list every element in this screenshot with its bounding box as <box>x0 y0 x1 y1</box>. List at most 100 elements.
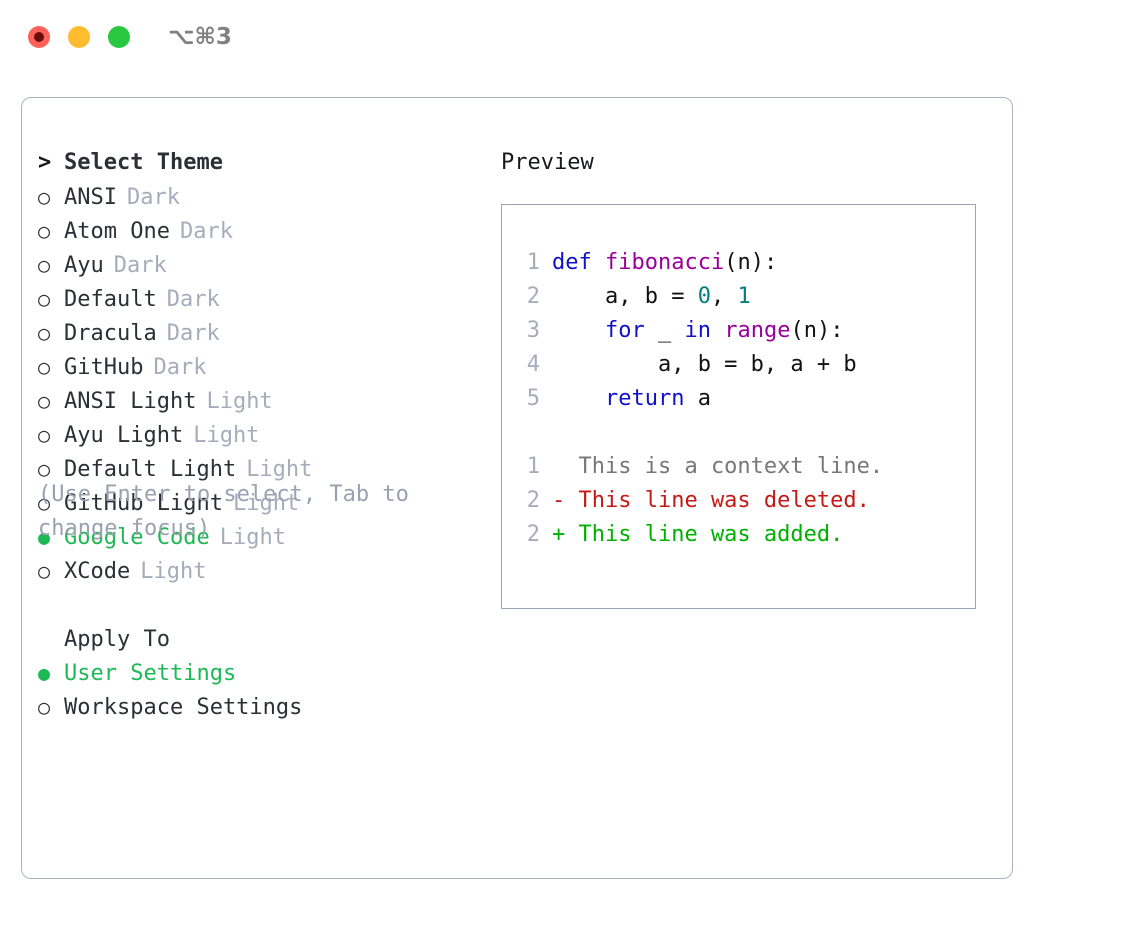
radio-unselected-icon: ○ <box>38 185 51 209</box>
code-line-number: 1 <box>526 454 540 479</box>
code-token-punct: (n): <box>790 318 844 343</box>
select-theme-heading: > Select Theme <box>38 146 468 180</box>
diff-line-text: + This line was added. <box>552 522 844 547</box>
theme-option-label: Ayu <box>64 253 104 278</box>
diff-line-deleted: 2 - This line was deleted. <box>518 484 883 518</box>
theme-variant-tag: Light <box>219 525 286 550</box>
apply-to-title: Apply To <box>64 627 170 652</box>
theme-option-label: Default Light <box>64 457 237 482</box>
theme-variant-tag: Dark <box>153 355 207 380</box>
theme-variant-tag: Dark <box>166 321 220 346</box>
theme-option-label: Atom One <box>64 219 170 244</box>
theme-option-ayu[interactable]: ○ Ayu Dark <box>38 248 468 282</box>
code-line: 3 for _ in range(n): <box>518 314 883 348</box>
radio-unselected-icon: ○ <box>38 287 51 311</box>
theme-option-google-code[interactable]: ● Google Code Light <box>38 520 468 554</box>
radio-selected-icon: ● <box>38 661 51 685</box>
radio-unselected-icon: ○ <box>38 355 51 379</box>
code-token-function: range <box>724 318 791 343</box>
radio-unselected-icon: ○ <box>38 219 51 243</box>
theme-option-dracula[interactable]: ○ Dracula Dark <box>38 316 468 350</box>
code-line-number: 5 <box>526 386 540 411</box>
minimize-button[interactable] <box>68 26 90 48</box>
code-token-keyword: in <box>684 318 725 343</box>
code-token-keyword: return <box>604 386 698 411</box>
radio-selected-icon: ● <box>38 525 51 549</box>
theme-option-default-light[interactable]: ○ Default Light Light <box>38 452 468 486</box>
maximize-button[interactable] <box>108 26 130 48</box>
theme-option-label: Ayu Light <box>64 423 184 448</box>
apply-to-marker-placeholder: ○ <box>38 622 64 656</box>
code-token-number: 1 <box>737 284 751 309</box>
radio-unselected-icon: ○ <box>38 423 51 447</box>
code-token-function: fibonacci <box>604 250 725 275</box>
theme-option-ayu-light[interactable]: ○ Ayu Light Light <box>38 418 468 452</box>
theme-option-label: Google Code <box>64 525 210 550</box>
theme-option-label: ANSI Light <box>64 389 197 414</box>
radio-unselected-icon: ○ <box>38 253 51 277</box>
theme-variant-tag: Dark <box>179 219 233 244</box>
theme-variant-tag: Light <box>193 423 260 448</box>
radio-unselected-icon: ○ <box>38 559 51 583</box>
code-token-number: 0 <box>697 284 711 309</box>
theme-option-github[interactable]: ○ GitHub Dark <box>38 350 468 384</box>
list-spacer <box>38 588 468 622</box>
code-line-number: 3 <box>526 318 540 343</box>
close-button[interactable] <box>28 26 50 48</box>
select-theme-title: Select Theme <box>64 150 223 175</box>
diff-line-text: This is a context line. <box>552 454 884 479</box>
radio-unselected-icon: ○ <box>38 457 51 481</box>
theme-option-label: GitHub <box>64 355 144 380</box>
code-blank-line <box>518 416 883 450</box>
code-token-plain: a, b = <box>552 284 698 309</box>
keyboard-shortcut-label: ⌥⌘3 <box>168 24 232 50</box>
theme-option-ansi-light[interactable]: ○ ANSI Light Light <box>38 384 468 418</box>
code-line-number: 2 <box>526 284 540 309</box>
code-token-punct: (n): <box>724 250 778 275</box>
theme-variant-tag: Light <box>246 457 313 482</box>
code-line-number: 2 <box>526 488 540 513</box>
theme-variant-tag: Dark <box>126 185 180 210</box>
theme-variant-tag: Light <box>206 389 273 414</box>
keyboard-hint-text: (Use Enter to select, Tab to change focu… <box>38 482 423 541</box>
radio-unselected-icon: ○ <box>38 389 51 413</box>
theme-option-label: Dracula <box>64 321 157 346</box>
apply-to-option-workspace-settings[interactable]: ○ Workspace Settings <box>38 690 468 724</box>
theme-option-atom-one[interactable]: ○ Atom One Dark <box>38 214 468 248</box>
code-token-plain <box>552 318 605 343</box>
code-line: 2 a, b = 0, 1 <box>518 280 883 314</box>
code-token-plain: , <box>710 284 738 309</box>
theme-option-label: Default <box>64 287 157 312</box>
radio-unselected-icon: ○ <box>38 695 51 719</box>
code-line-number: 2 <box>526 522 540 547</box>
window-controls <box>28 26 130 48</box>
code-token-keyword: def <box>552 250 605 275</box>
code-line-number: 1 <box>526 250 540 275</box>
code-token-plain: _ <box>657 318 685 343</box>
apply-to-heading: ○Apply To <box>38 622 468 656</box>
code-line: 1 def fibonacci(n): <box>518 246 883 280</box>
preview-title: Preview <box>501 150 594 175</box>
code-line: 5 return a <box>518 382 883 416</box>
title-bar: ⌥⌘3 <box>0 0 1140 78</box>
code-line-number: 4 <box>526 352 540 377</box>
radio-unselected-icon: ○ <box>38 321 51 345</box>
apply-to-option-label: Workspace Settings <box>64 695 303 720</box>
code-token-plain: a <box>697 386 711 411</box>
diff-line-text: - This line was deleted. <box>552 488 870 513</box>
code-token-plain: a, b = b, a + b <box>552 352 857 377</box>
apply-to-option-user-settings[interactable]: ●User Settings <box>38 656 468 690</box>
prompt-caret-icon: > <box>38 150 52 175</box>
theme-variant-tag: Dark <box>113 253 167 278</box>
theme-option-label: XCode <box>64 559 131 584</box>
